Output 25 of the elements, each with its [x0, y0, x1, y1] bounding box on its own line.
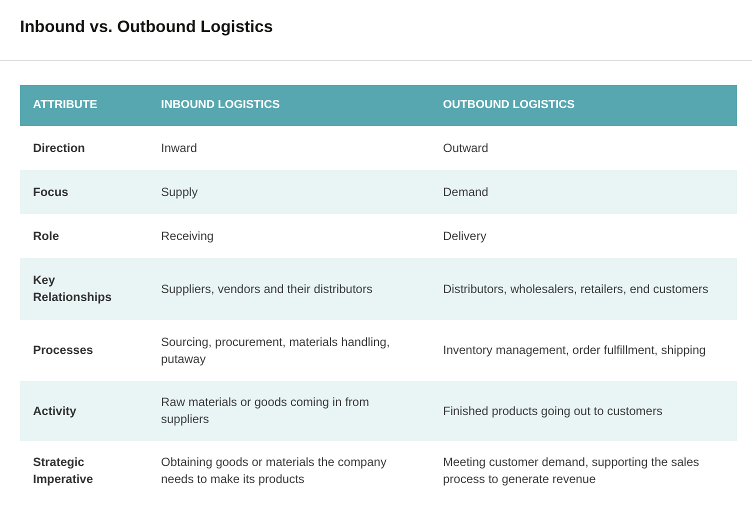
table-cell: Suppliers, vendors and their distributors — [161, 280, 372, 298]
row-header: Activity — [33, 402, 76, 420]
column-header: ATTRIBUTE — [33, 98, 98, 113]
table-cell: Outward — [443, 140, 488, 156]
row-header: Key Relationships — [33, 272, 113, 306]
table-cell-text: Obtaining goods or materials the company needs to make its products — [161, 454, 388, 488]
row-header: Strategic Imperative — [33, 454, 94, 488]
row-header: Role — [33, 228, 60, 244]
row-header: Direction — [33, 140, 86, 156]
table-cell: Receiving — [161, 228, 214, 244]
table-cell: Inward — [161, 140, 198, 156]
column-header: OUTBOUND LOGISTICS — [443, 98, 575, 113]
table-cell: Demand — [443, 184, 488, 200]
row-header: Processes — [33, 342, 94, 359]
table-cell: Finished products going out to customers — [443, 402, 662, 420]
column-header: INBOUND LOGISTICS — [161, 98, 280, 113]
table-cell: Supply — [161, 184, 198, 200]
table-cell: Inventory management, order fulfillment, shipping — [443, 342, 706, 359]
table-title: Inbound vs. Outbound Logistics — [20, 18, 273, 37]
table-cell: Delivery — [443, 228, 486, 244]
table-cell-text: Meeting customer demand, supporting the sales process to generate revenue — [443, 454, 700, 488]
row-header: Focus — [33, 184, 68, 200]
table-cell: Distributors, wholesalers, retailers, end customers — [443, 280, 708, 298]
table-cell: Sourcing, procurement, materials handling, putaway — [161, 334, 390, 368]
table-cell-text: Raw materials or goods coming in from suppliers — [161, 394, 370, 428]
